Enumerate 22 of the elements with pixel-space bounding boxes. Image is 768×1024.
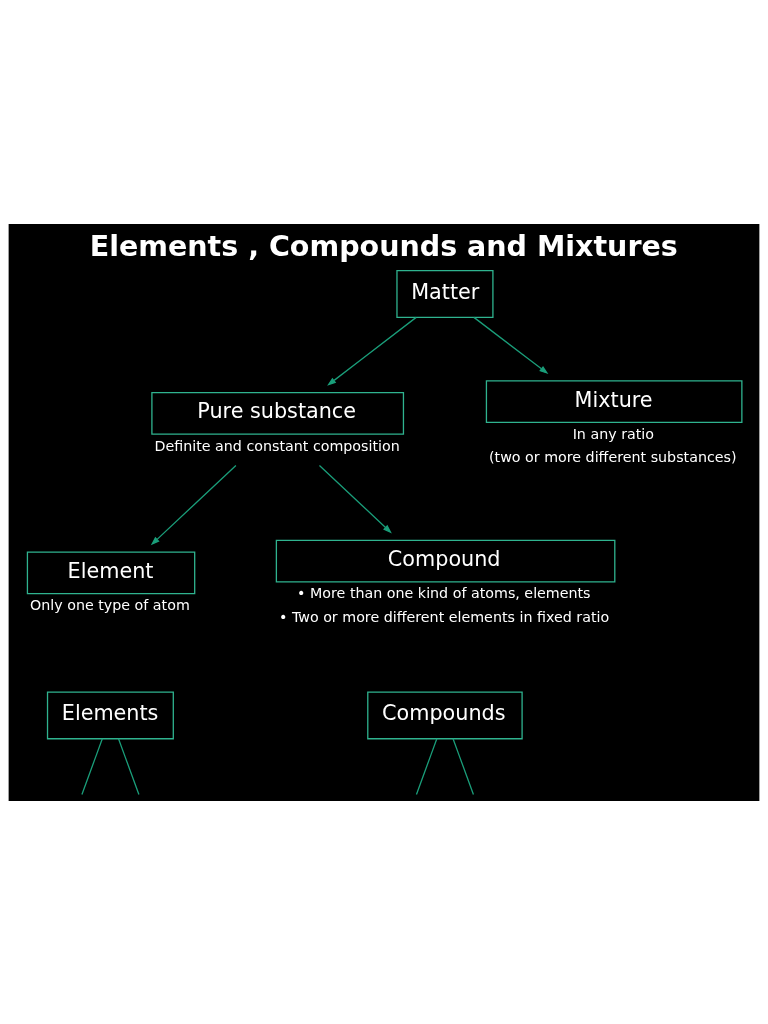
connector xyxy=(452,737,475,795)
arrow xyxy=(327,316,417,386)
node-label: In any ratio xyxy=(572,425,655,442)
node-box: Matter xyxy=(396,269,494,318)
node-label: • Two or more different elements in fixed ratio xyxy=(278,608,610,625)
node-label: • More than one kind of atoms, elements xyxy=(297,584,591,601)
arrow xyxy=(473,316,549,374)
node-box: Element xyxy=(26,550,196,594)
arrow xyxy=(318,464,392,533)
arrow xyxy=(150,464,237,545)
node-label: (two or more different substances) xyxy=(489,448,737,465)
node-label: Definite and constant composition xyxy=(154,437,400,454)
node-box: Elements xyxy=(46,690,174,739)
node-box: Pure substance xyxy=(151,391,405,435)
node-box: Compounds xyxy=(367,690,523,739)
node-box: Compound xyxy=(275,539,616,582)
node-box: Mixture xyxy=(485,379,743,423)
connector xyxy=(117,737,140,795)
diagram-title: Elements , Compounds and Mixtures xyxy=(89,229,678,263)
node-label: Only one type of atom xyxy=(30,596,190,613)
connector xyxy=(81,737,103,795)
connector xyxy=(415,737,438,795)
